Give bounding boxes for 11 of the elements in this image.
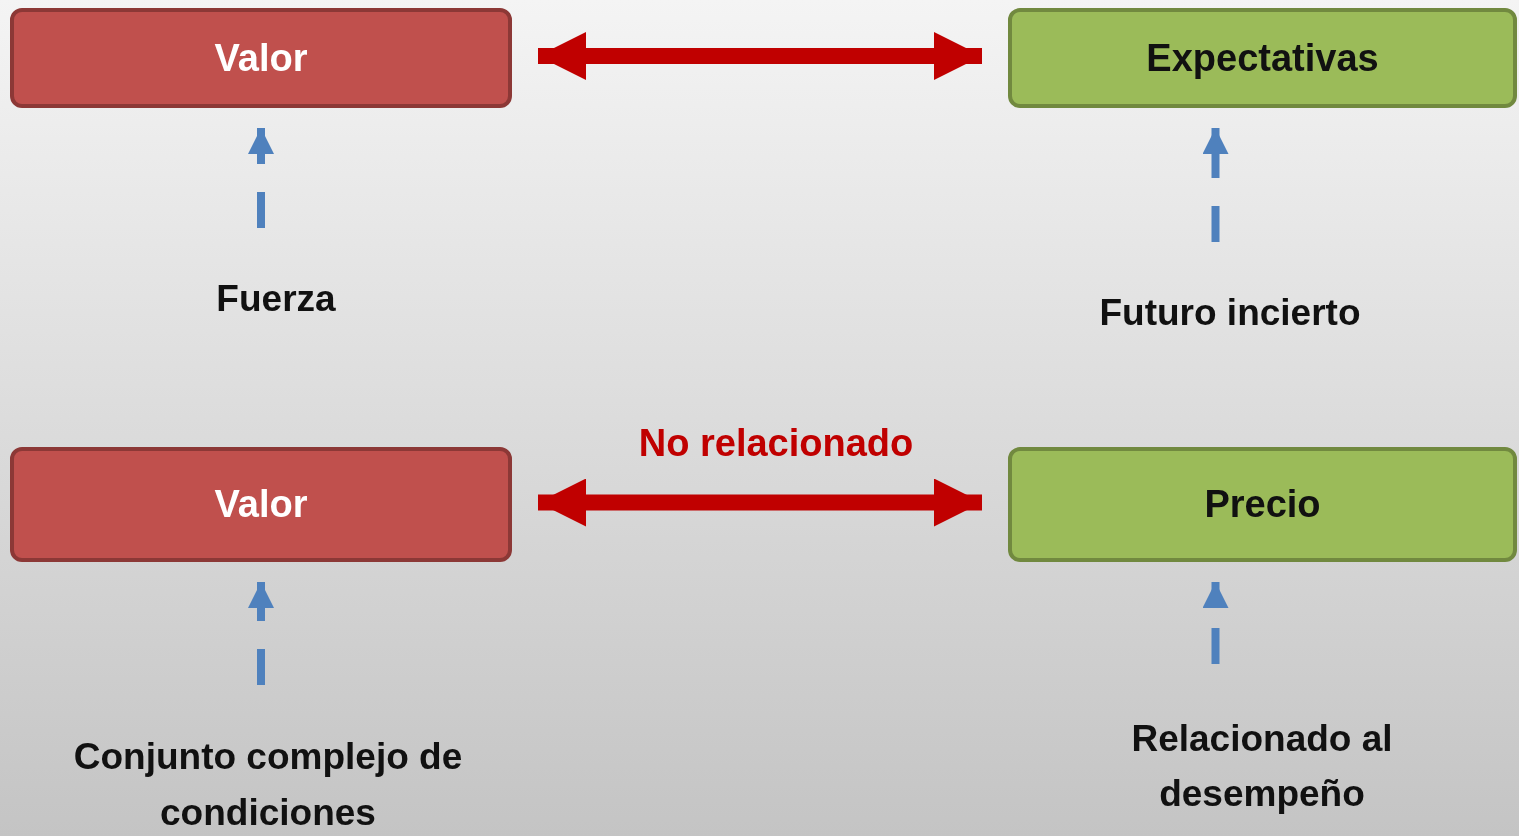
value-box: Valor <box>10 8 512 108</box>
expectation-box: Expectativas <box>1008 8 1517 108</box>
double-arrow <box>538 32 982 80</box>
value-box: Valor <box>10 447 512 562</box>
node-label: Relacionado al desempeño <box>1130 716 1394 816</box>
double-arrow <box>538 478 982 527</box>
edge-label: No relacionado <box>637 421 915 464</box>
node-label: Futuro incierto <box>1099 291 1361 336</box>
expectation-box: Precio <box>1008 447 1517 562</box>
node-label: Fuerza <box>216 277 336 322</box>
node-label: Conjunto complejo de condiciones <box>72 735 464 835</box>
